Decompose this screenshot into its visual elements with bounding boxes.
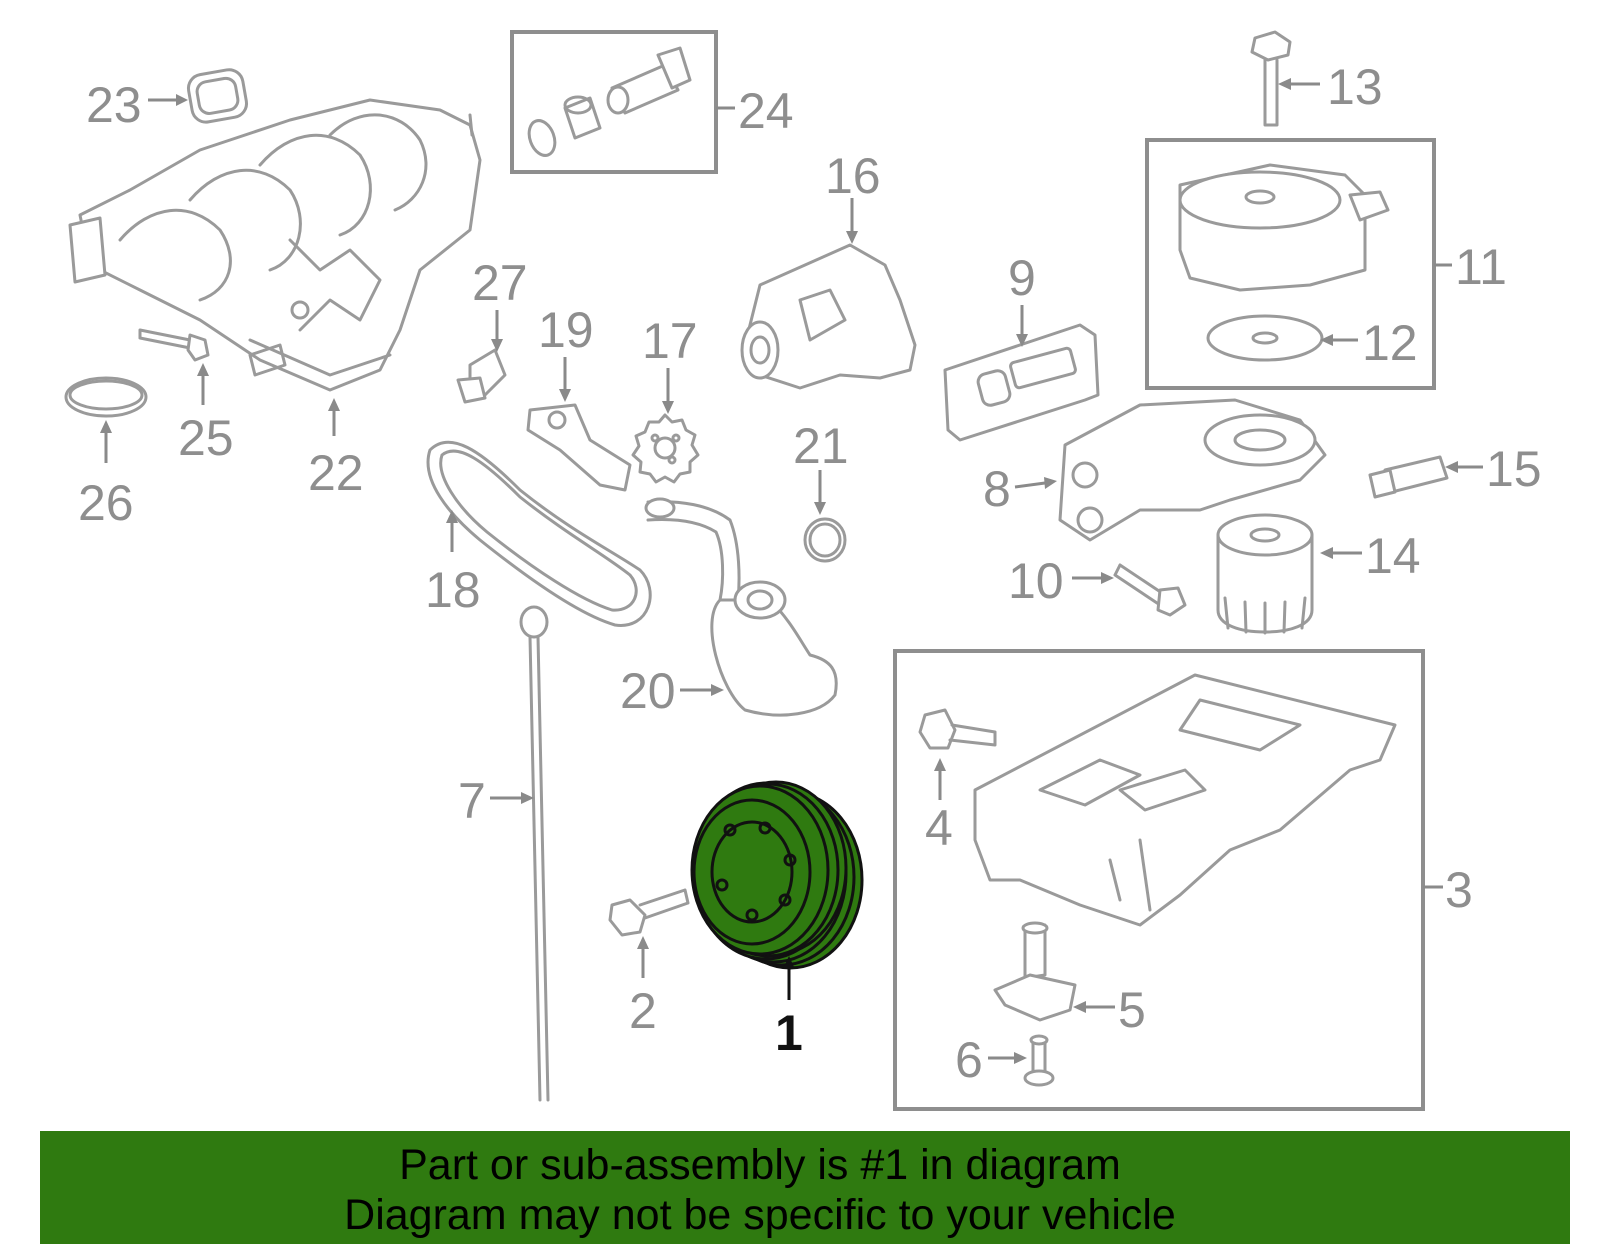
bolt-13 <box>1250 30 1292 127</box>
callout-1: 1 <box>775 1005 803 1061</box>
chain-tensioner-19 <box>526 403 632 492</box>
callout-2: 2 <box>629 983 657 1039</box>
callout-23: 23 <box>86 77 142 133</box>
sensor-27 <box>456 348 507 404</box>
sprocket-17 <box>631 413 700 484</box>
callout-18: 18 <box>425 562 481 618</box>
gasket-12 <box>1206 314 1324 362</box>
callout-14: 14 <box>1365 528 1421 584</box>
callout-13: 13 <box>1327 59 1383 115</box>
banner-line-2: Diagram may not be specific to your vehi… <box>344 1191 1176 1239</box>
callout-22: 22 <box>308 445 364 501</box>
callout-27: 27 <box>472 255 528 311</box>
callout-7: 7 <box>458 773 486 829</box>
seal-ring-26 <box>64 376 148 418</box>
callout-15: 15 <box>1486 441 1542 497</box>
oil-filter-14 <box>1216 513 1314 635</box>
callout-3: 3 <box>1445 862 1473 918</box>
seal-ring-26-inner <box>68 379 144 411</box>
callout-12: 12 <box>1362 315 1418 371</box>
callout-5: 5 <box>1118 982 1146 1038</box>
callout-16: 16 <box>825 148 881 204</box>
callout-8: 8 <box>983 461 1011 517</box>
oil-pickup-20 <box>644 497 838 717</box>
oil-filter-housing-8 <box>1058 398 1327 542</box>
box-24 <box>510 30 718 174</box>
callout-21: 21 <box>793 418 849 474</box>
gasket-23 <box>186 68 249 124</box>
bolt-4 <box>918 708 997 750</box>
bolt-10 <box>1113 563 1187 617</box>
callout-17: 17 <box>642 313 698 369</box>
oil-pump-16 <box>740 243 917 390</box>
o-ring-21 <box>803 517 847 563</box>
oil-pan-3 <box>973 673 1397 927</box>
timing-chain-18 <box>426 440 652 627</box>
dipstick-7 <box>519 605 550 1102</box>
oil-cooler-11 <box>1178 163 1390 292</box>
callout-26: 26 <box>78 475 134 531</box>
callout-19: 19 <box>538 302 594 358</box>
bolt-2 <box>608 888 690 937</box>
parts-diagram: 23 24 25 26 22 27 19 17 16 21 18 20 7 9 … <box>64 30 1542 1111</box>
callout-20: 20 <box>620 663 676 719</box>
callout-9: 9 <box>1008 250 1036 306</box>
vvt-solenoid-24 <box>527 46 692 157</box>
callout-10: 10 <box>1008 553 1064 609</box>
o-ring-21-inner <box>808 522 842 558</box>
gasket-23-inner <box>195 76 240 115</box>
callout-6: 6 <box>955 1032 983 1088</box>
leader-arrows <box>100 78 1483 1064</box>
intake-manifold-22 <box>68 98 482 392</box>
callout-4: 4 <box>925 800 953 856</box>
callout-24: 24 <box>738 83 794 139</box>
gasket-12-inner <box>1251 331 1279 345</box>
gasket-9 <box>943 323 1100 442</box>
banner-line-1: Part or sub-assembly is #1 in diagram <box>399 1141 1121 1189</box>
bolt-6 <box>1023 1034 1055 1087</box>
bolt-25 <box>138 328 210 362</box>
drain-plug-5 <box>993 921 1077 1022</box>
box-3 <box>893 649 1425 1111</box>
callout-11: 11 <box>1455 239 1507 295</box>
info-banner: Part or sub-assembly is #1 in diagram Di… <box>40 1131 1570 1244</box>
callout-labels: 23 24 25 26 22 27 19 17 16 21 18 20 7 9 … <box>78 59 1542 1088</box>
crankshaft-pulley-1 <box>690 780 864 970</box>
pressure-sensor-15 <box>1368 455 1449 499</box>
callout-25: 25 <box>178 410 234 466</box>
